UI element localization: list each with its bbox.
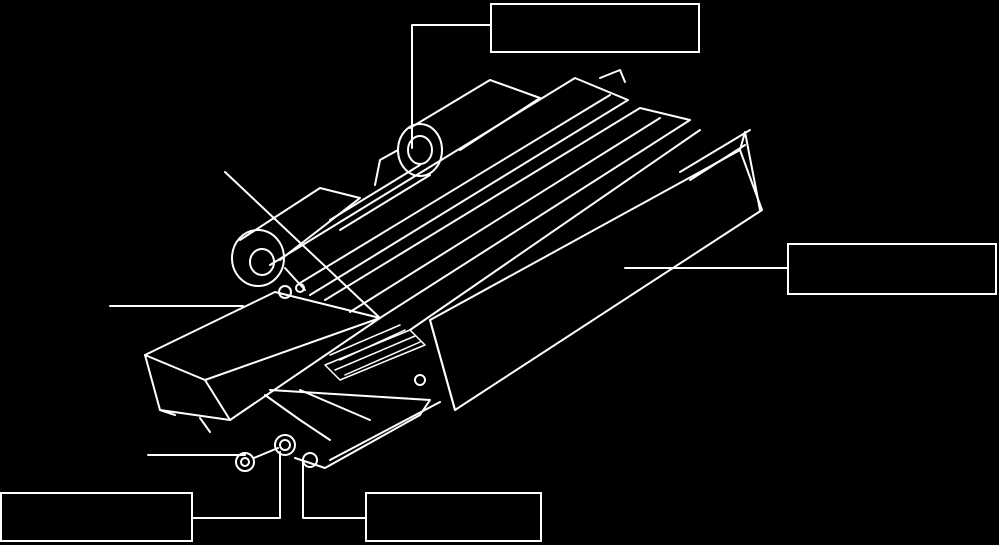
leader-lines [109, 24, 788, 519]
callout-box-top [490, 3, 700, 53]
motor-cylinders [231, 79, 541, 291]
base-tray [264, 389, 441, 469]
callout-box-bottom-left [0, 492, 193, 542]
pipe-fittings [235, 283, 426, 472]
callout-box-bottom-center [365, 492, 542, 542]
grille-panel [324, 324, 426, 381]
top-rails [269, 69, 701, 331]
callout-box-right [787, 243, 997, 295]
housing [429, 129, 763, 411]
front-end-box [144, 291, 381, 433]
